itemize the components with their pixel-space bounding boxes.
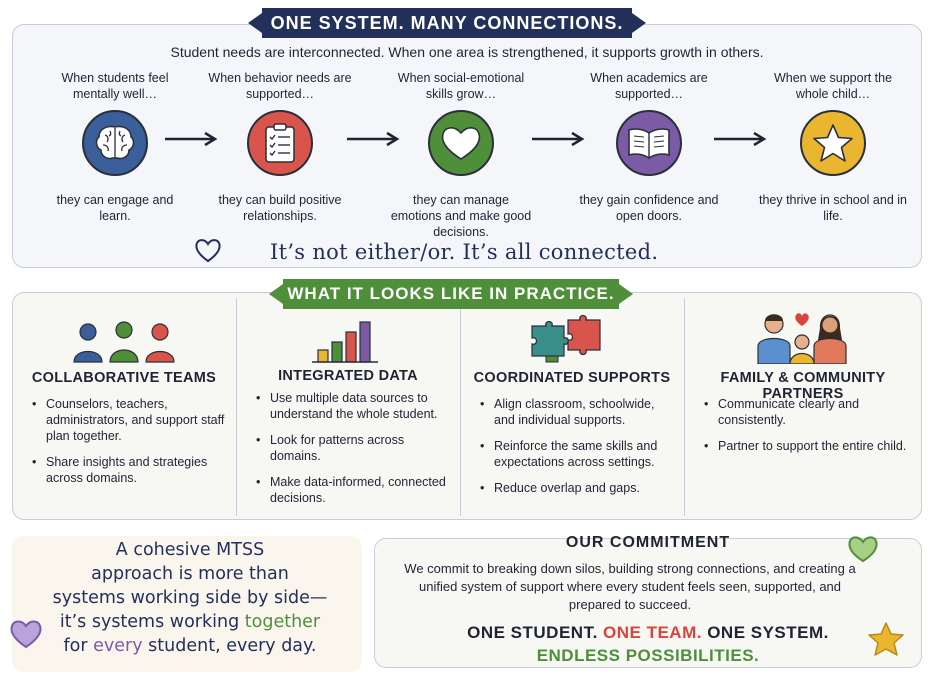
slogan-part: ONE SYSTEM.: [701, 623, 829, 642]
list-item: Share insights and strategies across dom…: [32, 454, 226, 486]
connected-tagline: It’s not either/or. It’s all connected.: [270, 240, 659, 264]
practice-column-family: FAMILY & COMMUNITY PARTNERS Communicate …: [684, 300, 922, 516]
step-social-emotional: When social-emotional skills grow… they …: [386, 70, 536, 240]
column-list: Counselors, teachers, administrators, an…: [32, 396, 226, 496]
column-title: COORDINATED SUPPORTS: [473, 370, 671, 386]
cohesive-line: for every student, every day.: [40, 634, 340, 658]
step-lead: When social-emotional skills grow…: [397, 71, 525, 101]
list-item: Reinforce the same skills and expectatio…: [480, 438, 674, 470]
cohesive-line: systems working side by side—: [52, 588, 328, 608]
practice-column-data: INTEGRATED DATA Use multiple data source…: [236, 300, 460, 516]
cohesive-text: it’s systems working: [59, 612, 245, 632]
list-item: Counselors, teachers, administrators, an…: [32, 396, 226, 444]
step-result: they thrive in school and in life.: [758, 193, 907, 223]
cohesive-line: A cohesive MTSS: [115, 540, 265, 560]
slogan-part: ONE STUDENT.: [467, 623, 604, 642]
list-item: Partner to support the entire child.: [704, 438, 912, 454]
brain-icon: [82, 110, 148, 176]
cohesive-emphasis-together: together: [244, 612, 321, 632]
puzzle-pieces-icon: [531, 314, 601, 363]
open-book-icon: [616, 110, 682, 176]
cohesive-text: for: [63, 636, 94, 656]
cohesive-note-panel: [12, 536, 362, 672]
column-title: INTEGRATED DATA: [278, 368, 418, 384]
step-academics: When academics are supported… they gain …: [574, 70, 724, 224]
checklist-clipboard-icon: [247, 110, 313, 176]
cohesive-line: approach is more than: [91, 564, 289, 584]
step-mental-health: When students feel mentally well… they c…: [40, 70, 190, 224]
step-result: they can build positive relationships.: [218, 193, 342, 223]
practice-column-teams: COLLABORATIVE TEAMS Counselors, teachers…: [12, 300, 236, 516]
green-heart-icon: [848, 536, 878, 563]
arrow-right-icon: [165, 131, 218, 147]
commitment-title: OUR COMMITMENT: [565, 534, 731, 551]
list-item: Use multiple data sources to understand …: [256, 390, 450, 422]
column-title: COLLABORATIVE TEAMS: [31, 370, 217, 386]
team-people-icon: [73, 321, 175, 363]
main-title-banner: ONE SYSTEM. MANY CONNECTIONS.: [248, 8, 646, 38]
column-list: Communicate clearly and consistently. Pa…: [704, 396, 912, 464]
column-divider: [236, 298, 237, 516]
step-lead: When we support the whole child…: [773, 71, 893, 101]
column-list: Align classroom, schoolwide, and individ…: [480, 396, 674, 506]
step-result: they can engage and learn.: [56, 193, 174, 223]
cohesive-statement: A cohesive MTSS approach is more than sy…: [40, 538, 340, 658]
cohesive-emphasis-every: every: [93, 636, 143, 656]
column-list: Use multiple data sources to understand …: [256, 390, 450, 516]
bar-chart-icon: [312, 321, 378, 363]
list-item: Look for patterns across domains.: [256, 432, 450, 464]
arrow-right-icon: [714, 131, 767, 147]
slogan-line: ONE STUDENT. ONE TEAM. ONE SYSTEM.: [374, 623, 922, 643]
practice-title-banner: WHAT IT LOOKS LIKE IN PRACTICE.: [269, 279, 633, 309]
purple-heart-icon: [10, 620, 42, 649]
cohesive-line: it’s systems working together: [40, 610, 340, 634]
commitment-text: We commit to breaking down silos, buildi…: [404, 561, 856, 612]
step-lead: When students feel mentally well…: [61, 71, 169, 101]
step-result: they can manage emotions and make good d…: [390, 193, 532, 239]
outline-heart-icon: [195, 239, 221, 263]
arrow-right-icon: [347, 131, 400, 147]
step-whole-child: When we support the whole child… they th…: [758, 70, 908, 224]
column-divider: [684, 298, 685, 516]
slogan-part-highlight: ONE TEAM.: [603, 623, 702, 642]
list-item: Align classroom, schoolwide, and individ…: [480, 396, 674, 428]
step-lead: When academics are supported…: [590, 71, 708, 101]
heart-icon: [428, 110, 494, 176]
yellow-star-icon: [868, 622, 904, 656]
list-item: Reduce overlap and gaps.: [480, 480, 674, 496]
practice-column-supports: COORDINATED SUPPORTS Align classroom, sc…: [460, 300, 684, 516]
top-subtitle: Student needs are interconnected. When o…: [170, 44, 764, 60]
step-lead: When behavior needs are supported…: [208, 71, 352, 101]
column-divider: [460, 298, 461, 516]
star-icon: [800, 110, 866, 176]
cohesive-text: student, every day.: [142, 636, 317, 656]
list-item: Make data-informed, connected decisions.: [256, 474, 450, 506]
slogan-possibilities: ENDLESS POSSIBILITIES.: [536, 646, 760, 665]
commitment-panel: [374, 538, 922, 668]
step-behavior: When behavior needs are supported… they …: [205, 70, 355, 224]
arrow-right-icon: [532, 131, 585, 147]
family-icon: [757, 313, 847, 364]
step-result: they gain confidence and open doors.: [579, 193, 719, 223]
list-item: Communicate clearly and consistently.: [704, 396, 912, 428]
